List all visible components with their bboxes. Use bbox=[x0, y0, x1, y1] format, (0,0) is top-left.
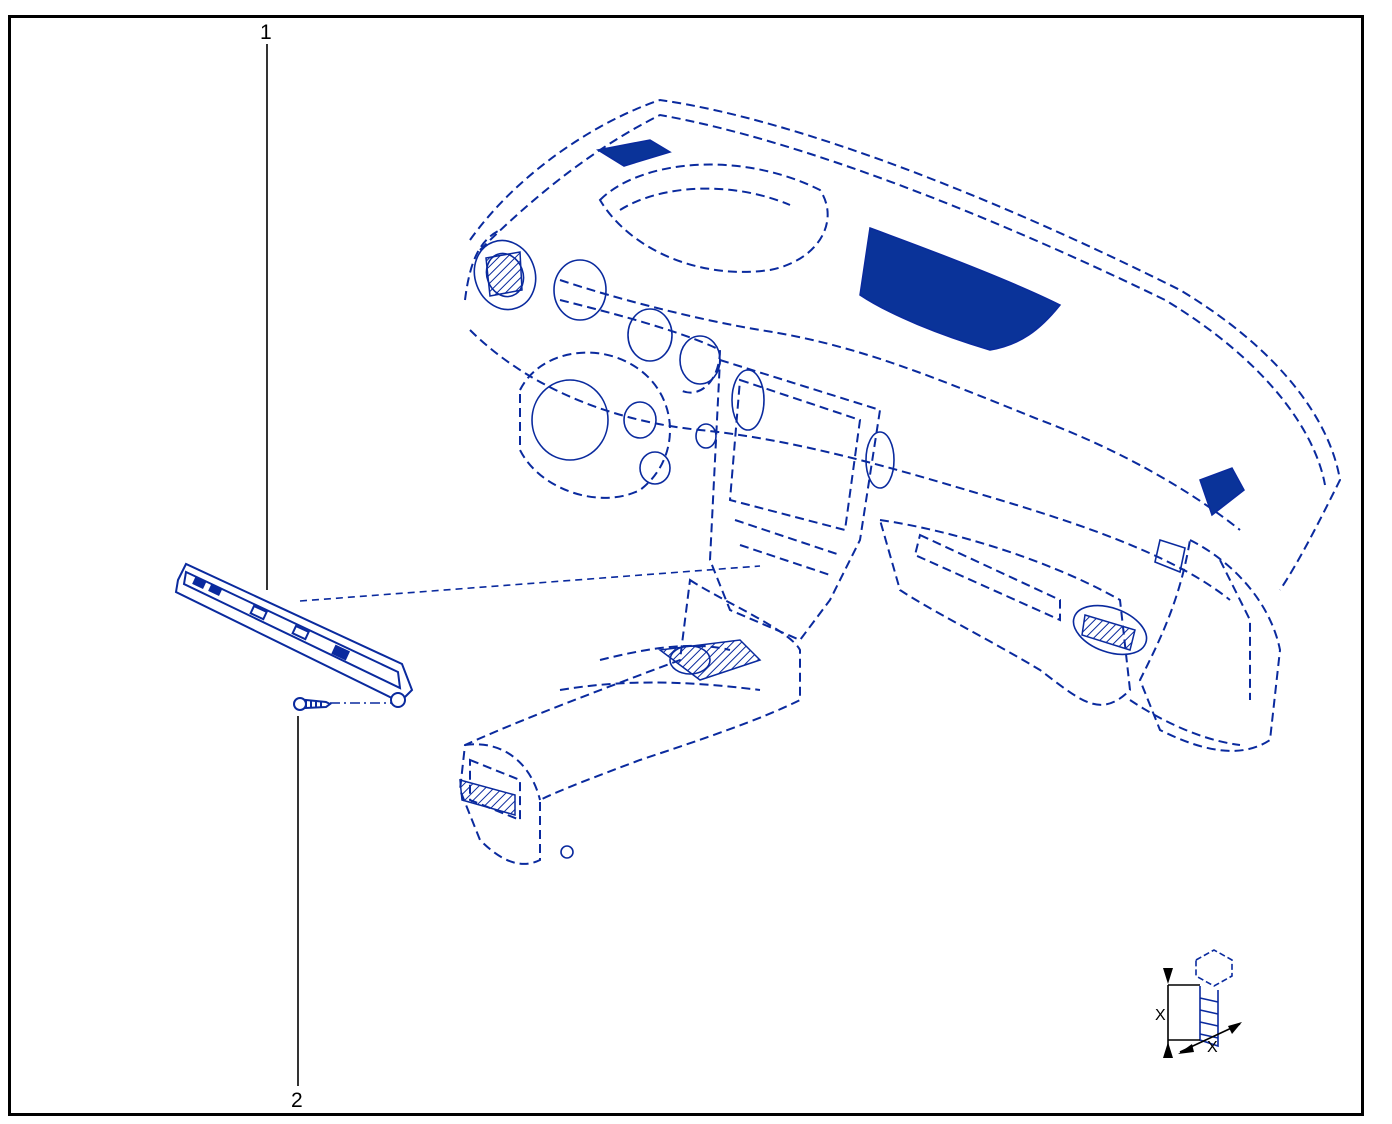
center-vent-left bbox=[731, 369, 765, 431]
fastener-dimension-symbol bbox=[1163, 949, 1242, 1058]
cluster-hood bbox=[598, 163, 829, 273]
console-vent-hatch bbox=[459, 778, 516, 816]
top-vent-fill bbox=[595, 139, 672, 167]
center-console bbox=[458, 578, 801, 865]
shifter-hatch bbox=[658, 639, 762, 681]
right-end-bracket bbox=[1138, 538, 1282, 752]
switch-to-console-dash bbox=[299, 565, 761, 602]
left-vent bbox=[473, 239, 537, 311]
dimension-label-x-diagonal: X bbox=[1207, 1039, 1218, 1056]
callout-2: 2 bbox=[291, 1089, 303, 1112]
dash-lower-edge bbox=[469, 329, 1231, 601]
steering-hub bbox=[531, 379, 609, 461]
center-vent-right bbox=[865, 431, 895, 489]
instrument-panel-fills bbox=[459, 139, 1245, 816]
left-vent-hatch bbox=[485, 251, 523, 297]
knee-bolster-right bbox=[878, 518, 1132, 706]
glovebox-display-panel bbox=[859, 226, 1062, 351]
steering-column bbox=[519, 351, 671, 499]
callout-1: 1 bbox=[260, 21, 272, 44]
gauge-left bbox=[553, 259, 607, 321]
gauge-mid bbox=[627, 308, 673, 362]
right-vent-hatch bbox=[1081, 614, 1136, 651]
gauge-right bbox=[679, 335, 721, 385]
screw-part bbox=[293, 697, 332, 711]
center-stack bbox=[708, 358, 882, 642]
assembly-lines bbox=[299, 565, 761, 704]
switch-panel-part bbox=[174, 562, 414, 708]
instrument-panel-assembly bbox=[458, 98, 1342, 865]
dash-top-edge bbox=[469, 98, 1342, 591]
diagram-frame bbox=[8, 15, 1364, 1116]
leader-lines bbox=[266, 44, 299, 1086]
right-side-vent bbox=[1072, 604, 1148, 656]
dimension-label-x-vertical: X bbox=[1155, 1007, 1166, 1024]
right-defroster-fill bbox=[1199, 467, 1245, 517]
instrument-panel-details bbox=[473, 239, 1186, 859]
